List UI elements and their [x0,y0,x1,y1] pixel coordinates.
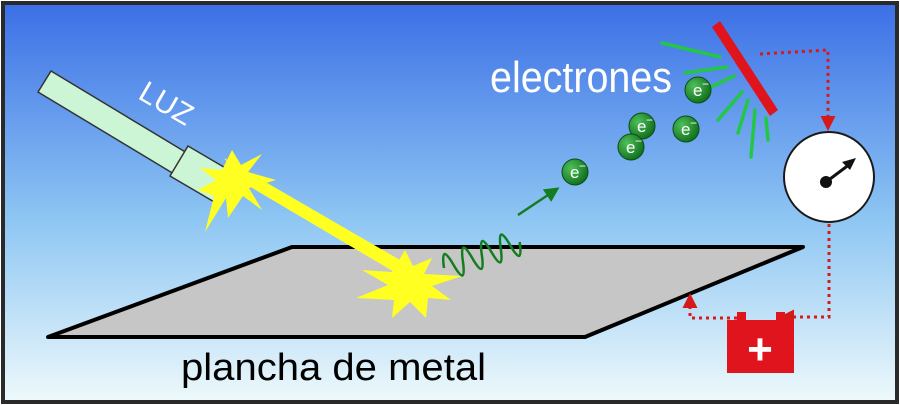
ammeter-needle [825,162,851,184]
electron-icon: e− [628,112,656,140]
photon-arrow [517,187,560,217]
collector-plate [712,21,778,116]
battery-terminal-right [776,312,785,321]
electron-charge: − [690,116,697,130]
electron-symbol: e [570,163,579,182]
electron-icon: e− [684,76,712,104]
electron-icon: e− [672,115,700,143]
electron-charge: − [702,77,709,91]
ammeter-needle-tip [842,158,856,170]
battery-body [727,320,794,373]
impact-flash-icon [356,250,462,318]
electron-symbol: e [626,138,635,157]
battery-terminal-left [737,312,746,321]
electron-icon: e− [617,133,645,161]
electrons-group: e−e−e−e−e− [561,76,712,186]
electron-charge: − [646,113,653,127]
electron-symbol: e [693,81,702,100]
electron-charge: − [635,134,642,148]
battery-symbol: + [747,325,773,374]
lamp-flash-icon [198,150,276,232]
electrons-label: electrones [490,53,672,102]
electron-icon: e− [561,158,589,186]
electron-symbol: e [637,117,646,136]
light-beam [224,158,418,286]
ammeter [783,131,875,223]
plate-label: plancha de metal [181,347,486,389]
electron-charge: − [579,159,586,173]
photon-wave [441,233,522,277]
circuit-wire [682,48,836,325]
battery: + [727,312,794,374]
electron-symbol: e [681,120,690,139]
